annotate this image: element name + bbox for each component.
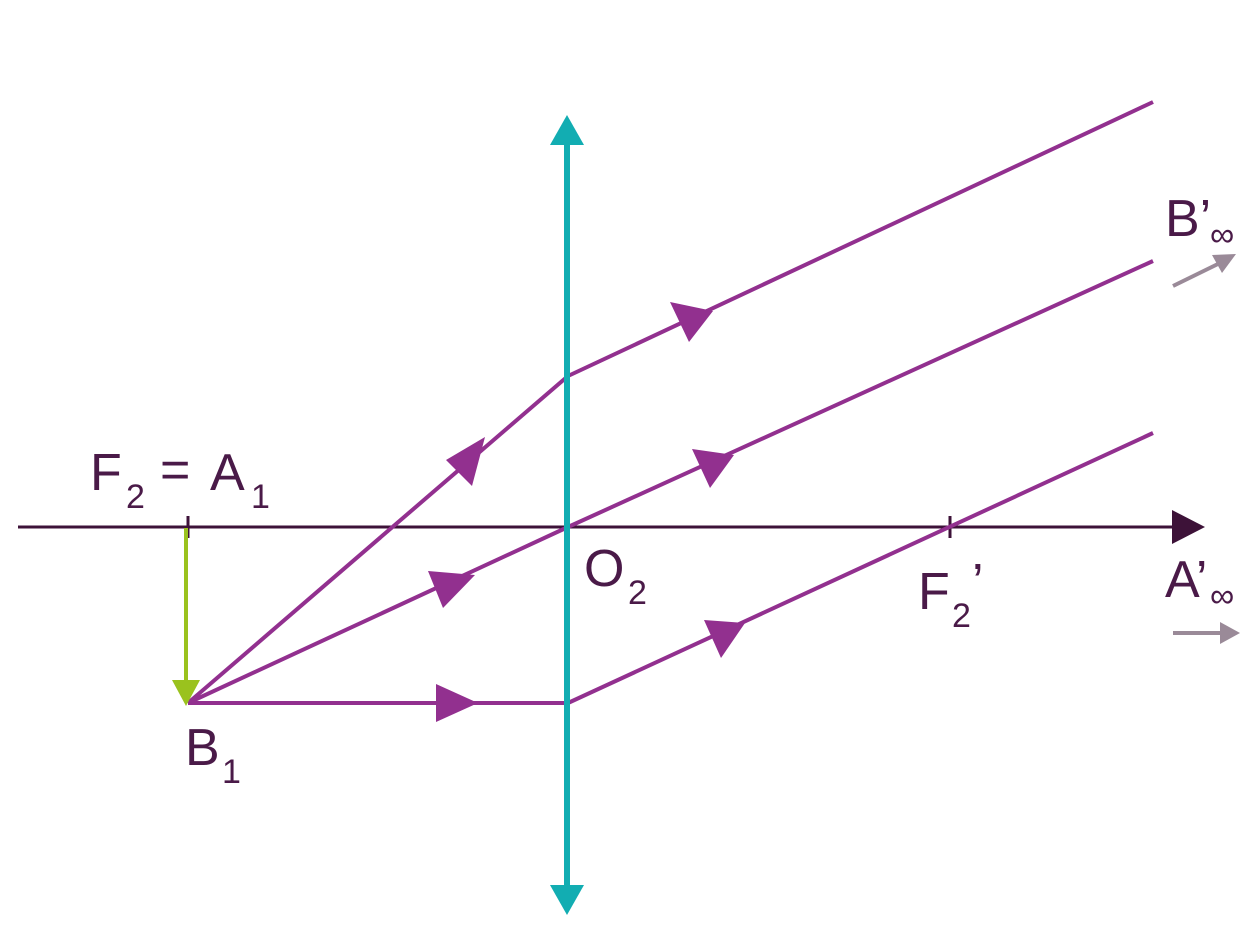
label-o2: O: [584, 540, 624, 598]
lens-bottom-arrowhead: [550, 885, 584, 915]
ray-arrow: [446, 437, 485, 486]
light-rays: [186, 100, 1154, 705]
label-b1: B: [185, 719, 220, 777]
label-a1-subscript: 1: [251, 478, 270, 516]
ray-arrow: [436, 684, 478, 722]
ray-arrow: [704, 620, 745, 658]
label-f2: F: [90, 444, 122, 502]
b-infinity-arrowhead: [1212, 254, 1236, 273]
ray-top: [186, 100, 1154, 705]
object-arrowhead: [172, 680, 200, 706]
ray-arrow: [692, 449, 734, 488]
ray-arrow: [428, 571, 475, 608]
label-f2-subscript: 2: [126, 478, 145, 516]
label-o2-subscript: 2: [628, 574, 647, 612]
label-f2-prime-mark: ’: [972, 554, 984, 612]
label-a-infinity-subscript: ∞: [1210, 577, 1234, 615]
a-infinity-arrowhead: [1220, 622, 1240, 644]
label-a-infinity: A’: [1165, 551, 1207, 609]
lens-top-arrowhead: [550, 115, 584, 145]
ray-bottom: [188, 431, 1154, 705]
label-a1: A: [210, 444, 245, 502]
ray-arrow: [670, 302, 713, 342]
ray-arrows: [428, 302, 745, 722]
label-b-infinity: B’: [1165, 190, 1211, 248]
label-f2-prime-subscript: 2: [952, 597, 971, 635]
label-b-infinity-subscript: ∞: [1210, 216, 1234, 254]
label-f2-prime: F: [918, 563, 950, 621]
label-equals: =: [160, 441, 190, 499]
label-b1-subscript: 1: [222, 753, 241, 791]
b-infinity-arrow-shaft: [1172, 260, 1223, 288]
optical-axis-arrowhead: [1172, 510, 1205, 544]
